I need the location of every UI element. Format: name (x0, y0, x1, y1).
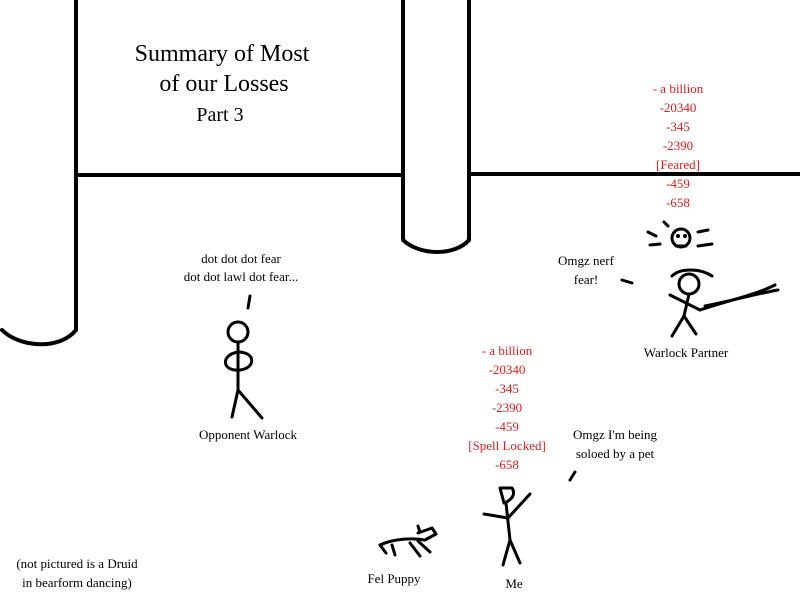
opponent-label: Opponent Warlock (199, 427, 297, 442)
left-pillar (0, 0, 78, 347)
me-damage-4: -459 (495, 419, 519, 434)
skull-fear-icon (646, 220, 714, 249)
title-line-2: of our Losses (159, 71, 289, 97)
me-label: Me (505, 576, 523, 591)
partner-damage-4: [Feared] (655, 157, 701, 172)
me-damage-5: [Spell Locked] (468, 438, 546, 453)
me-speech-line-2: soloed by a pet (575, 446, 655, 461)
me-damage-2: -345 (495, 381, 519, 396)
partner-damage-2: -345 (666, 119, 690, 134)
partner-speech-line-2: fear! (573, 272, 599, 287)
opponent-warlock-figure (224, 294, 264, 420)
me-figure (482, 470, 577, 567)
fel-puppy-label: Fel Puppy (367, 571, 421, 586)
partner-speech-line-1: Omgz nerf (558, 253, 614, 268)
partner-damage-0: - a billion (652, 81, 704, 96)
me-damage-1: -20340 (488, 362, 526, 377)
me-damage-0: - a billion (481, 343, 533, 358)
partner-label: Warlock Partner (643, 345, 729, 360)
partner-damage-5: -459 (666, 176, 690, 191)
note-line-2: in bearform dancing) (22, 575, 132, 590)
partner-damage-3: -2390 (662, 138, 694, 153)
opponent-speech-line-2: dot dot lawl dot fear... (183, 269, 299, 284)
title-line-1: Summary of Most (134, 41, 310, 67)
center-pillar (401, 0, 471, 254)
partner-damage-1: -20340 (659, 100, 697, 115)
me-damage-6: -658 (495, 457, 519, 472)
note-line-1: (not pictured is a Druid (16, 556, 138, 571)
title-part: Part 3 (196, 104, 244, 126)
partner-damage-6: -658 (666, 195, 690, 210)
me-damage-3: -2390 (491, 400, 523, 415)
opponent-speech-line-1: dot dot dot fear (201, 251, 281, 266)
me-speech-line-1: Omgz I'm being (573, 427, 657, 442)
fel-puppy-figure (378, 524, 438, 558)
warlock-partner-figure (620, 268, 780, 338)
